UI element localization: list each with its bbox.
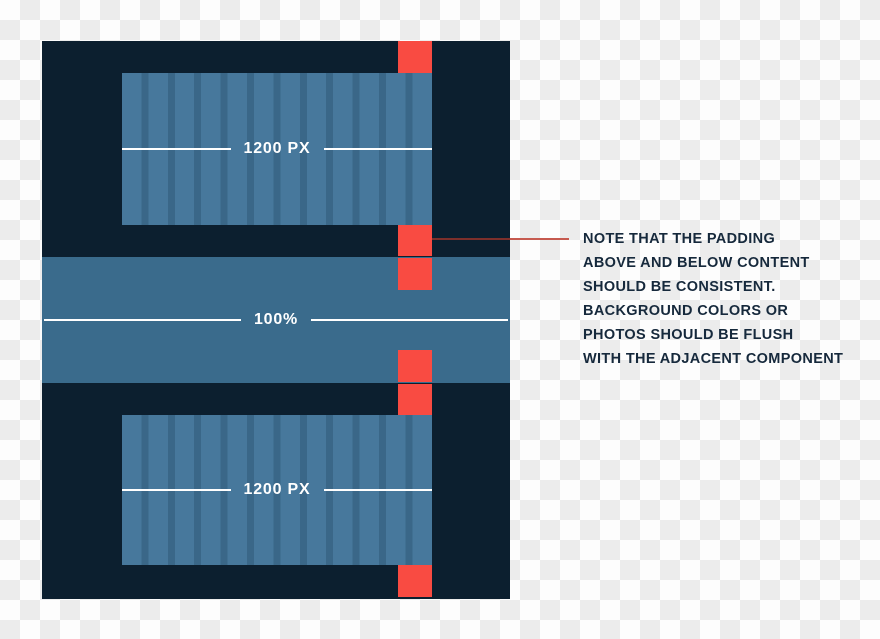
content-block-bottom: 1200 PX (122, 415, 433, 565)
annotation-note: NOTE THAT THE PADDING ABOVE AND BELOW CO… (583, 227, 853, 371)
measure-line-right (323, 148, 433, 150)
hero-panel: 1200 PX 100% 1200 PX (42, 41, 510, 599)
annotation-line: WITH THE ADJACENT COMPONENT (583, 351, 844, 367)
measure-line-left (122, 489, 231, 491)
width-measure-band: 100% (42, 311, 510, 329)
full-width-band: 100% (42, 257, 510, 383)
padding-marker-band-top (398, 258, 432, 290)
measure-line-left (122, 148, 231, 150)
annotation-line: ABOVE AND BELOW CONTENT (583, 255, 810, 271)
width-measure-bottom: 1200 PX (122, 481, 433, 499)
padding-marker-above-block2 (398, 384, 432, 415)
content-width-label-top: 1200 PX (243, 140, 311, 157)
measure-line-right (323, 489, 433, 491)
width-measure-top: 1200 PX (122, 140, 433, 158)
measure-line-left (44, 319, 241, 321)
content-block-top: 1200 PX (122, 73, 433, 225)
annotation-line: BACKGROUND COLORS OR (583, 303, 789, 319)
padding-marker-below-block1 (398, 225, 432, 256)
padding-marker-below-block2 (398, 565, 432, 597)
measure-line-right (311, 319, 508, 321)
container-width-label: 100% (253, 311, 299, 328)
callout-leader-line (510, 238, 569, 240)
callout-leader-line (432, 238, 510, 240)
annotation-line: PHOTOS SHOULD BE FLUSH (583, 327, 794, 343)
annotation-line: SHOULD BE CONSISTENT. (583, 279, 776, 295)
annotation-line: NOTE THAT THE PADDING (583, 231, 776, 247)
content-width-label-bottom: 1200 PX (243, 481, 311, 498)
padding-marker-top-of-block1 (398, 41, 432, 73)
padding-marker-band-bottom (398, 350, 432, 382)
